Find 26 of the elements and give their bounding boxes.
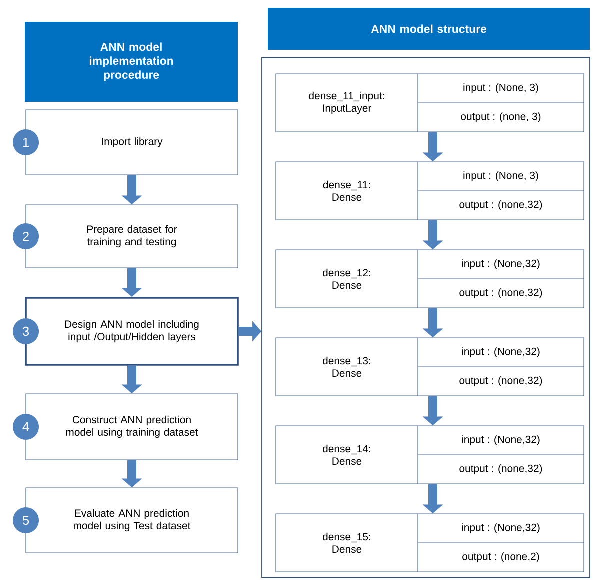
- layer-name: dense_15: Dense: [323, 532, 370, 554]
- layer-name: dense_11_input: InputLayer: [309, 92, 384, 114]
- shape-text: output : (none, 3): [461, 112, 541, 122]
- layer-name: dense_14: Dense: [323, 444, 370, 466]
- layer-name: dense_11: Dense: [323, 180, 370, 202]
- layer-name: dense_13: Dense: [323, 356, 370, 378]
- shape-text: input : (None,32): [462, 524, 540, 534]
- layer-name: dense_12: Dense: [323, 268, 370, 290]
- shape-text: output : (none,2): [462, 552, 540, 562]
- step-number: 2: [13, 224, 39, 250]
- shape-text: output : (none,32): [460, 464, 542, 474]
- shape-text: input : (None,32): [462, 348, 540, 358]
- shape-text: input : (None,32): [462, 260, 540, 270]
- step-number: 5: [13, 508, 39, 534]
- step-number: 1: [13, 130, 39, 156]
- step-number: 4: [13, 414, 39, 440]
- shape-text: input : (None, 3): [464, 172, 538, 182]
- shape-text: output : (none,32): [460, 376, 542, 386]
- shape-text: input : (None,32): [462, 436, 540, 446]
- shape-text: output : (none,32): [460, 200, 542, 210]
- shape-text: input : (None, 3): [464, 84, 538, 94]
- shape-text: output : (none,32): [460, 288, 542, 298]
- title-banner: ANN model implementation procedure: [25, 22, 238, 102]
- panel-frame: [262, 58, 590, 578]
- step-number: 3: [13, 318, 39, 344]
- title-banner: ANN model structure: [268, 8, 590, 50]
